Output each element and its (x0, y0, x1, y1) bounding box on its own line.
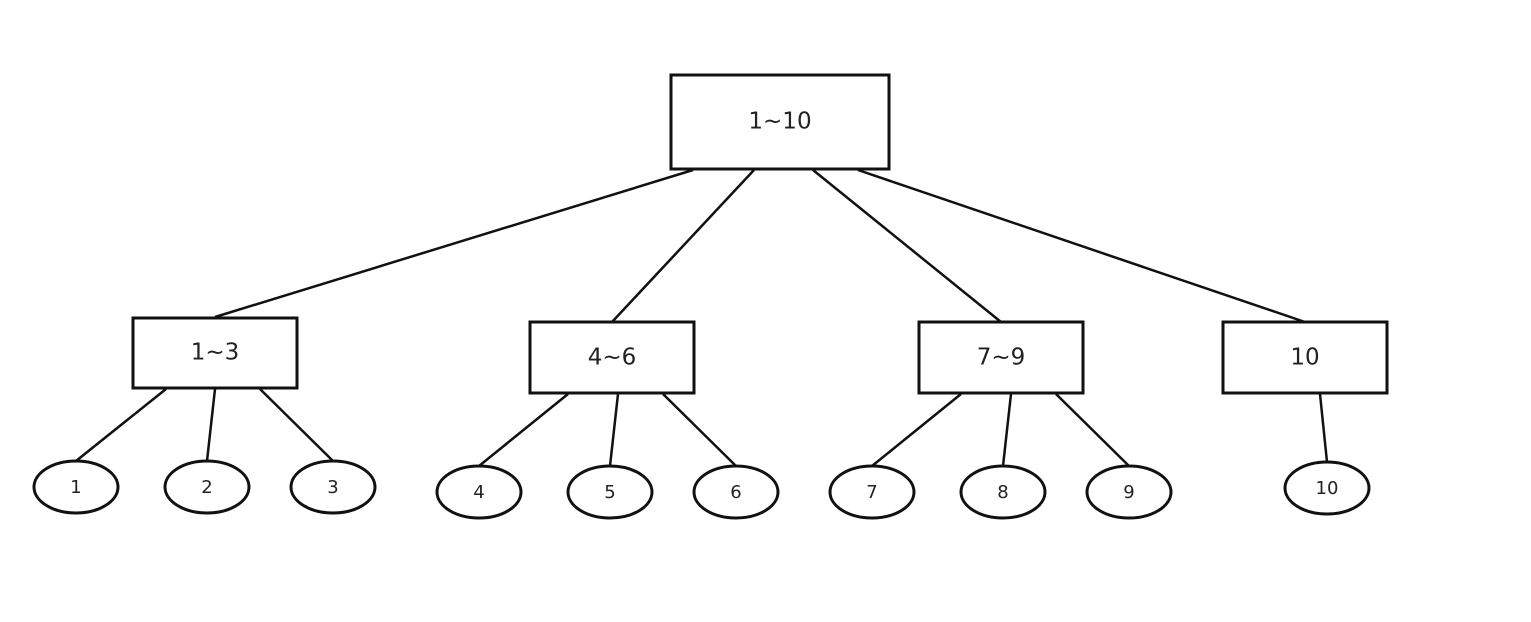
group-node-4-box (1221, 320, 1389, 395)
root-node-label: 1~10 (748, 109, 811, 135)
edge-group-1-leaf-1 (75, 388, 167, 462)
edge-root-group-1 (214, 168, 694, 319)
edge-group-2-leaf-5 (608, 393, 620, 467)
leaf-node-6-label: 6 (730, 482, 741, 503)
edge-group-1-leaf-2 (205, 388, 217, 462)
leaf-node-5-label: 5 (604, 482, 615, 503)
leaf-node-9-label: 9 (1123, 482, 1134, 503)
group-node-1-label: 1~3 (191, 340, 240, 366)
leaf-node-2: 2 (163, 459, 251, 515)
leaf-node-2-ellipse (163, 459, 251, 515)
leaf-node-1-ellipse (32, 459, 120, 515)
leaf-node-9: 9 (1085, 464, 1173, 520)
edge-group-3-leaf-7 (871, 393, 962, 467)
leaf-node-2-label: 2 (201, 477, 212, 498)
leaf-node-6: 6 (692, 464, 780, 520)
root-node: 1~10 (669, 73, 891, 171)
leaf-node-5-ellipse (566, 464, 654, 520)
group-node-2-box (528, 320, 696, 395)
edge-group-4-leaf-10 (1318, 393, 1329, 463)
leaf-node-1-label: 1 (70, 477, 81, 498)
leaf-node-3-label: 3 (327, 477, 338, 498)
leaf-node-5: 5 (566, 464, 654, 520)
edge-group-2-leaf-6 (662, 393, 737, 467)
leaf-node-4-ellipse (435, 464, 523, 520)
leaf-node-4-label: 4 (473, 482, 484, 503)
group-node-3: 7~9 (917, 320, 1085, 395)
leaf-node-7: 7 (828, 464, 916, 520)
edge-root-group-4 (857, 168, 1306, 324)
leaf-node-4: 4 (435, 464, 523, 520)
leaf-node-7-ellipse (828, 464, 916, 520)
leaf-node-8-label: 8 (997, 482, 1008, 503)
leaf-node-9-ellipse (1085, 464, 1173, 520)
leaf-node-10: 10 (1283, 460, 1371, 516)
edges (75, 168, 1329, 467)
edge-group-2-leaf-4 (478, 393, 569, 467)
group-node-1: 1~3 (131, 316, 299, 390)
leaf-node-3-ellipse (289, 459, 377, 515)
leaf-node-6-ellipse (692, 464, 780, 520)
root-node-box (669, 73, 891, 171)
leaf-node-3: 3 (289, 459, 377, 515)
group-node-3-label: 7~9 (977, 345, 1026, 371)
group-node-3-box (917, 320, 1085, 395)
leaf-node-8: 8 (959, 464, 1047, 520)
leaf-node-10-label: 10 (1316, 478, 1339, 499)
edge-group-1-leaf-3 (259, 388, 334, 462)
edge-group-3-leaf-8 (1001, 393, 1013, 467)
edge-group-3-leaf-9 (1055, 393, 1130, 467)
edge-root-group-2 (611, 169, 755, 323)
leaf-node-7-label: 7 (866, 482, 877, 503)
edge-root-group-3 (812, 169, 1002, 323)
group-node-1-box (131, 316, 299, 390)
group-node-4-label: 10 (1290, 345, 1319, 371)
leaf-node-8-ellipse (959, 464, 1047, 520)
group-node-4: 10 (1221, 320, 1389, 395)
leaf-node-10-ellipse (1283, 460, 1371, 516)
leaf-node-1: 1 (32, 459, 120, 515)
group-node-2: 4~6 (528, 320, 696, 395)
group-node-2-label: 4~6 (588, 345, 637, 371)
